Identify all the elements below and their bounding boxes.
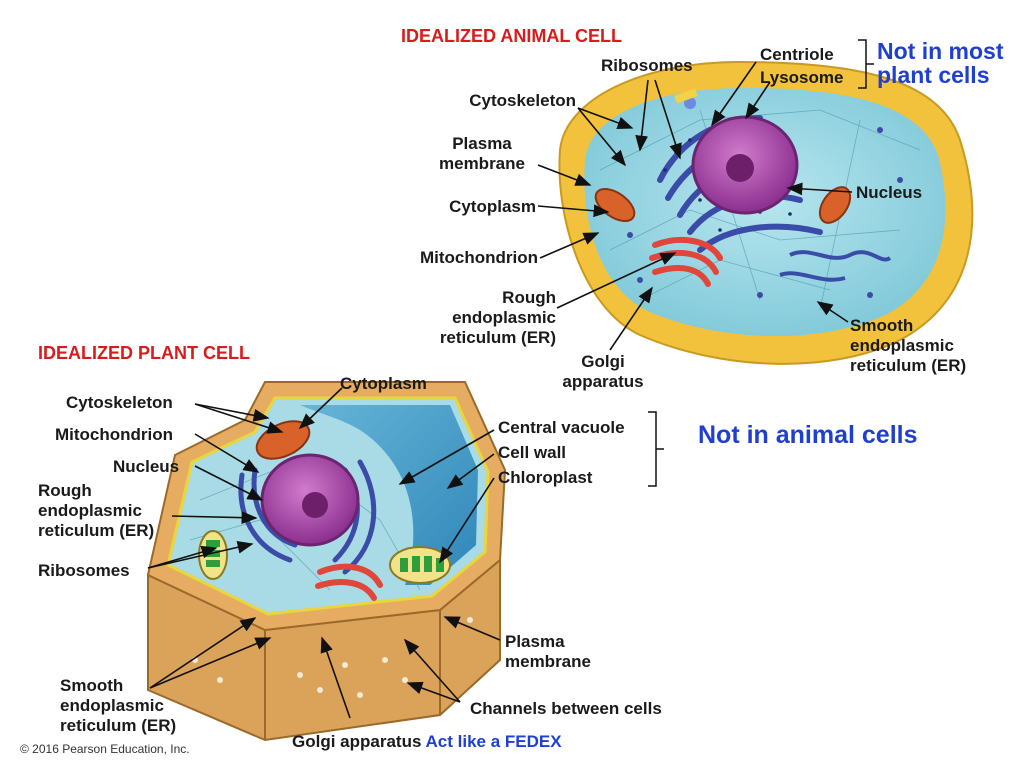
- animal-label-smooth-er: Smooth endoplasmic reticulum (ER): [850, 316, 967, 375]
- plant-label-mitochondrion: Mitochondrion: [55, 425, 174, 444]
- plant-label-nucleus: Nucleus: [113, 457, 180, 476]
- plant-label-cytoplasm: Cytoplasm: [340, 374, 427, 393]
- animal-label-centriole: Centriole: [760, 45, 834, 64]
- copyright-notice: © 2016 Pearson Education, Inc.: [20, 742, 190, 756]
- animal-label-nucleus: Nucleus: [856, 183, 923, 202]
- plant-label-cell-wall: Cell wall: [498, 443, 567, 462]
- plant-bracket-note: Not in animal cells: [698, 421, 918, 449]
- animal-label-cytoskeleton: Cytoskeleton: [469, 91, 576, 110]
- animal-bracket-note: Not in most plant cells: [877, 38, 1004, 88]
- plant-label-smooth-er: Smooth endoplasmic reticulum (ER): [60, 676, 177, 735]
- animal-label-golgi: Golgi apparatus: [562, 352, 644, 391]
- animal-label-cytoplasm: Cytoplasm: [449, 197, 536, 216]
- plant-label-rough-er: Rough endoplasmic reticulum (ER): [38, 481, 155, 540]
- bracket-lines: [648, 39, 874, 487]
- plant-cell-illustration: [146, 381, 507, 742]
- plant-label-cytoskeleton: Cytoskeleton: [66, 393, 173, 412]
- animal-label-rough-er: Rough endoplasmic reticulum (ER): [439, 288, 556, 347]
- animal-label-ribosomes: Ribosomes: [601, 56, 693, 75]
- animal-label-lysosome: Lysosome: [760, 68, 844, 87]
- plant-label-chloroplast: Chloroplast: [498, 468, 593, 487]
- plant-label-golgi-line: Golgi apparatus Act like a FEDEX: [292, 732, 562, 752]
- plant-label-plasma-membrane: Plasma membrane: [505, 632, 591, 671]
- plant-cell-title: IDEALIZED PLANT CELL: [38, 343, 250, 363]
- animal-label-mitochondrion: Mitochondrion: [419, 248, 538, 267]
- animal-label-plasma-membrane: Plasma membrane: [439, 134, 525, 173]
- plant-label-channels: Channels between cells: [470, 699, 662, 718]
- animal-cell-title: IDEALIZED ANIMAL CELL: [401, 26, 622, 46]
- plant-label-ribosomes: Ribosomes: [38, 561, 130, 580]
- plant-central-vacuole-shape: [300, 405, 478, 585]
- plant-label-central-vacuole: Central vacuole: [498, 418, 625, 437]
- plant-label-golgi: Golgi apparatus: [292, 732, 422, 751]
- golgi-note: Act like a FEDEX: [425, 732, 562, 751]
- label-arrows: [147, 61, 853, 719]
